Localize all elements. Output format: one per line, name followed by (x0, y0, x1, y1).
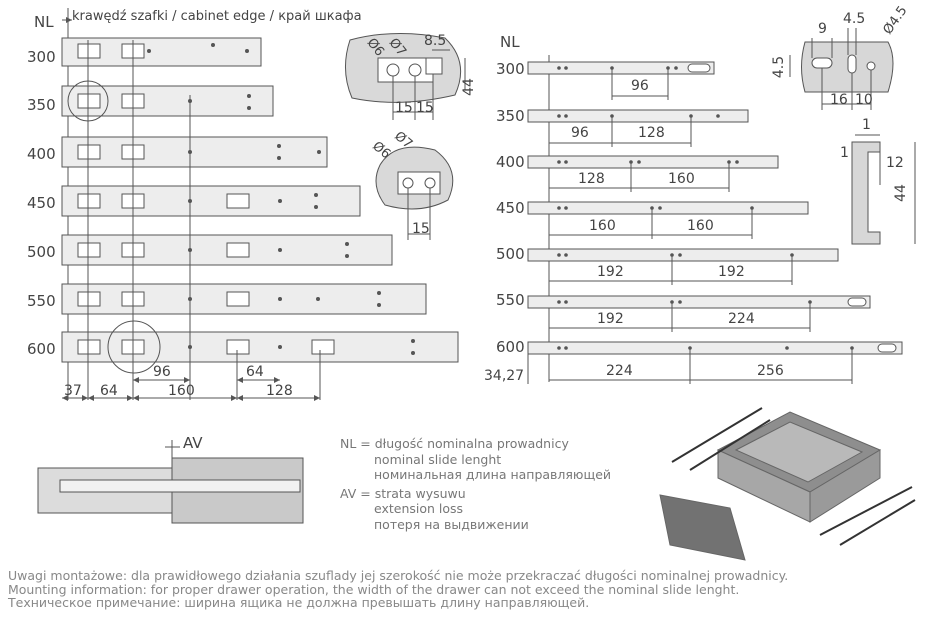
r600-224: 224 (606, 363, 633, 379)
right-row-450: 450 (496, 199, 525, 217)
profile-d1a: 1 (862, 117, 871, 133)
left-row-500: 500 (27, 243, 56, 261)
right-row-400: 400 (496, 153, 525, 171)
detail-a-d85: 8.5 (424, 33, 447, 49)
hole-d9: 9 (818, 21, 827, 37)
legend-av-1: AV = strata wysuwu (340, 485, 466, 501)
detail-circle-b (107, 320, 161, 374)
r350-96: 96 (571, 125, 589, 141)
detail-b-d15: 15 (412, 221, 430, 237)
r400-128: 128 (578, 171, 605, 187)
legend: NL = długość nominalna prowadnicy nomina… (340, 436, 611, 532)
r500-192b: 192 (718, 264, 745, 280)
r450-160a: 160 (589, 218, 616, 234)
left-row-300: 300 (27, 48, 56, 66)
r-offset: 34,27 (484, 368, 525, 384)
hole-d10: 10 (855, 92, 873, 108)
legend-nl-2: nominal slide lenght (374, 451, 502, 467)
right-rails (527, 61, 903, 355)
left-row-450: 450 (27, 194, 56, 212)
left-rails (61, 37, 459, 363)
r600-256: 256 (757, 363, 784, 379)
hole-d45a: 4.5 (843, 11, 866, 27)
dim-128: 128 (266, 383, 293, 399)
note-ru: Техническое примечание: ширина ящика не … (8, 595, 590, 610)
dim-64a: 64 (100, 383, 118, 399)
r500-192a: 192 (597, 264, 624, 280)
r350-128: 128 (638, 125, 665, 141)
hole-d16: 16 (830, 92, 848, 108)
r550-192: 192 (597, 311, 624, 327)
legend-nl-3: номинальная длина направляющей (374, 467, 612, 482)
cabinet-edge-label: krawędź szafki / cabinet edge / край шка… (72, 9, 362, 24)
left-rail-400 (61, 136, 328, 168)
detail-a-d15b: 15 (416, 100, 434, 116)
drawer-front-panel (659, 494, 746, 561)
note-en: Mounting information: for proper drawer … (8, 581, 740, 597)
right-row-350: 350 (496, 107, 525, 125)
right-row-550: 550 (496, 291, 525, 309)
dim-160: 160 (168, 383, 195, 399)
mounting-notes: Uwagi montażowe: dla prawidłowego działa… (8, 569, 788, 610)
r450-160b: 160 (687, 218, 714, 234)
right-row-300: 300 (496, 60, 525, 78)
left-row-550: 550 (27, 292, 56, 310)
left-row-400: 400 (27, 145, 56, 163)
note-pl: Uwagi montażowe: dla prawidłowego działa… (8, 568, 789, 583)
legend-av-2: extension loss (374, 501, 464, 516)
legend-av-3: потеря на выдвижении (374, 516, 529, 532)
r400-160: 160 (668, 171, 695, 187)
r300-96: 96 (631, 78, 649, 94)
drawer-box-illustration (659, 411, 882, 561)
detail-a-d15a: 15 (395, 100, 413, 116)
legend-nl-1: NL = długość nominalna prowadnicy (340, 436, 569, 451)
profile-d44: 44 (892, 184, 909, 202)
left-rail-450 (61, 185, 361, 217)
nl-header: NL (34, 13, 54, 31)
left-rail-600 (61, 331, 459, 363)
av-label: AV (183, 434, 203, 452)
dim-37: 37 (64, 383, 82, 399)
right-nl-header: NL (500, 33, 520, 51)
detail-a-d44: 44 (460, 78, 477, 96)
r550-224: 224 (728, 311, 755, 327)
hole-detail-outline (801, 41, 894, 93)
profile-d12: 12 (886, 155, 904, 171)
profile-detail-outline (851, 141, 881, 245)
dim-96: 96 (153, 364, 171, 380)
dim-64b: 64 (246, 364, 264, 380)
slide-rail-illustration (671, 407, 916, 546)
profile-d1b: 1 (840, 145, 849, 161)
right-row-600: 600 (496, 338, 525, 356)
left-row-600: 600 (27, 340, 56, 358)
hole-d45b: 4.5 (771, 55, 788, 79)
left-row-350: 350 (27, 96, 56, 114)
right-row-500: 500 (496, 245, 525, 263)
